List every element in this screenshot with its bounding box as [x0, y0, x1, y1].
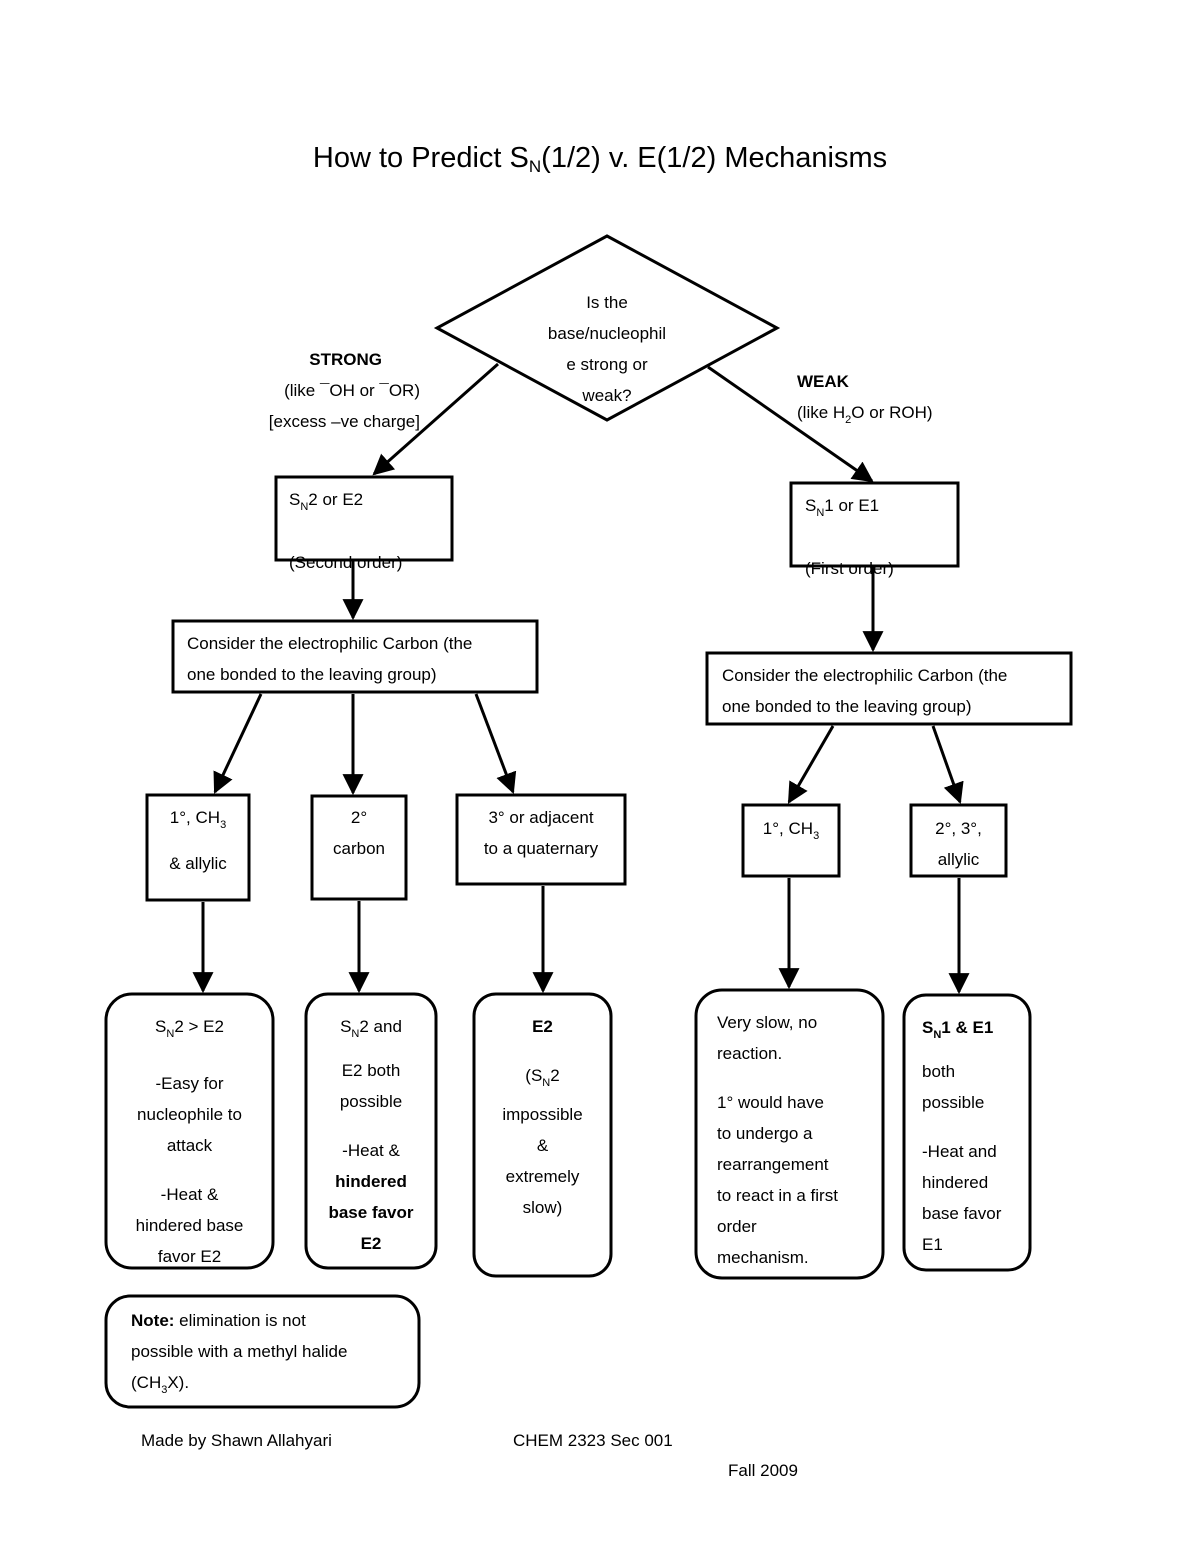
outcome-very-slow-no-reaction: Very slow, no reaction. 1° would have to…: [717, 1013, 838, 1267]
outcome-sn2-gt-e2-border: [104, 992, 275, 1270]
page-title: How to Predict SN(1/2) v. E(1/2) Mechani…: [312, 142, 888, 176]
sn1-e1-box-border: [789, 481, 960, 568]
weak-branch-label: WEAK (like H2O or ROH): [797, 372, 933, 426]
arrow-weak: [707, 365, 874, 483]
footer-term: Fall 2009: [728, 1461, 798, 1480]
footer-course: CHEM 2323 Sec 001: [513, 1431, 673, 1450]
case-primary-methyl-right: 1°, CH3: [762, 819, 820, 842]
outcome-sn1-and-e1-possible: SN1 & E1 both possible -Heat and hindere…: [922, 1018, 1002, 1254]
arrow-to-primary-left: [213, 693, 263, 794]
consider-right-box-border: [705, 651, 1073, 726]
sn2-e2-box-border: [274, 475, 454, 562]
arrow-to-primary-right: [787, 725, 835, 804]
strong-branch-label: STRONG (like ¯OH or ¯OR) [excess –ve cha…: [268, 350, 420, 431]
case-primary-right-border: [741, 803, 841, 878]
case-primary-left-border: [145, 793, 251, 902]
case-secondary-right-border: [909, 803, 1008, 878]
consider-electrophilic-carbon-right: Consider the electrophilic Carbon (the o…: [722, 666, 1008, 716]
sn2-or-e2-box: SN2 or E2 (Second order): [289, 490, 403, 572]
case-secondary-left-border: [310, 794, 408, 901]
consider-left-box-border: [171, 619, 539, 694]
outcome-sn2-favored: SN2 > E2 -Easy for nucleophile to attack…: [135, 1017, 244, 1266]
footer-author: Made by Shawn Allahyari: [141, 1431, 332, 1450]
note-methyl-halide: Note: elimination is not possible with a…: [131, 1311, 348, 1396]
outcome-very-slow-border: [694, 988, 885, 1280]
outcome-sn2-and-e2-possible: SN2 and E2 both possible -Heat & hindere…: [328, 1017, 414, 1253]
arrow-to-tertiary-left: [474, 693, 517, 794]
arrow-strong: [372, 362, 499, 476]
case-tertiary-left-border: [455, 793, 627, 886]
case-tertiary-quaternary: 3° or adjacent to a quaternary: [483, 808, 599, 858]
outcome-e2-only: E2 (SN2 impossible & extremely slow): [502, 1017, 583, 1217]
case-secondary-tertiary-allylic: 2°, 3°, allylic: [935, 819, 982, 869]
arrow-to-secondary-right: [931, 725, 964, 804]
case-primary-methyl-allylic: 1°, CH3 & allylic: [169, 808, 227, 873]
outcome-e2-border: [472, 992, 613, 1278]
outcome-sn2-and-e2-border: [304, 992, 438, 1270]
sn1-or-e1-box: SN1 or E1 (First order): [805, 496, 894, 578]
decision-question: Is the base/nucleophil e strong or weak?: [547, 293, 667, 405]
outcome-sn1-and-e1-border: [902, 993, 1032, 1272]
decision-diamond: [433, 234, 781, 422]
note-box-border: [104, 1294, 421, 1409]
consider-electrophilic-carbon-left: Consider the electrophilic Carbon (the o…: [187, 634, 473, 684]
case-secondary-carbon: 2° carbon: [333, 808, 385, 858]
